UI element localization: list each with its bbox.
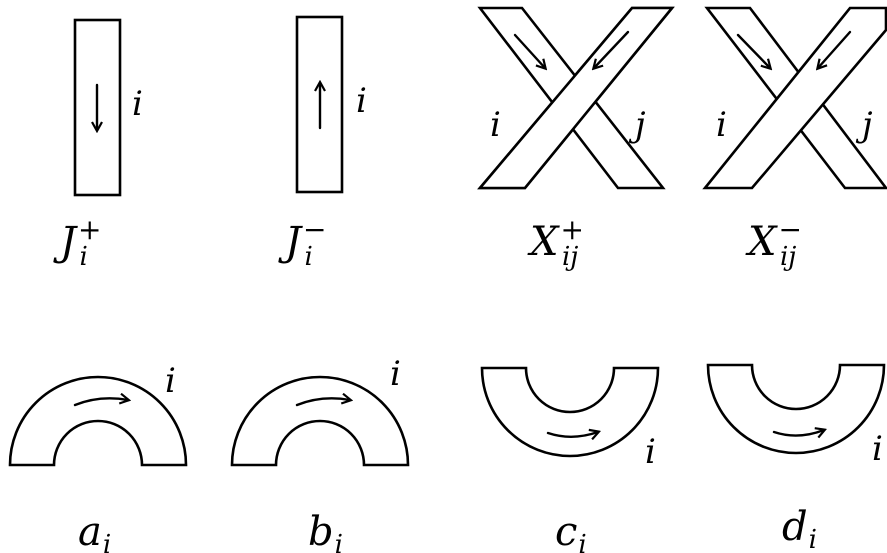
tile-name-sup: − bbox=[778, 213, 801, 246]
tile-name-main: X bbox=[527, 219, 560, 265]
tile-j-minus: i J−i bbox=[278, 15, 367, 272]
tile-name: ci bbox=[555, 509, 587, 553]
strand-label-right: j bbox=[855, 105, 873, 145]
tile-a: i ai bbox=[8, 361, 188, 553]
over-band-top bbox=[477, 6, 675, 190]
tile-name: bi bbox=[308, 509, 343, 553]
tile-x-plus: i j X+ij bbox=[477, 6, 675, 272]
right-arrow-icon bbox=[772, 430, 824, 436]
tile-name-main: J bbox=[278, 219, 303, 265]
strand-label: i bbox=[872, 429, 883, 469]
tile-name-main: c bbox=[555, 509, 577, 553]
tile-name: J+i bbox=[53, 213, 102, 272]
tile-name-main: d bbox=[782, 504, 808, 550]
tile-name: ai bbox=[78, 509, 111, 553]
tile-name-sup: − bbox=[303, 213, 326, 246]
strand-label: i bbox=[132, 84, 143, 124]
tile-name-main: b bbox=[308, 509, 334, 553]
right-arrow-icon bbox=[73, 398, 128, 407]
tile-name: X−ij bbox=[745, 213, 802, 272]
tile-name-main: a bbox=[78, 509, 102, 553]
tile-name-sub: ij bbox=[562, 242, 578, 272]
arrow-icon bbox=[818, 30, 852, 68]
tile-name-sup: + bbox=[560, 213, 583, 246]
tile-name: J−i bbox=[278, 213, 327, 272]
tile-j-plus: i J+i bbox=[53, 18, 143, 272]
tile-name-main: X bbox=[745, 219, 778, 265]
cup-band bbox=[706, 363, 886, 455]
tile-name-sub: i bbox=[809, 525, 817, 553]
tile-c: i ci bbox=[480, 366, 660, 553]
strand-label-left: i bbox=[716, 105, 727, 145]
tile-x-minus: i j X−ij bbox=[702, 6, 887, 272]
tile-name-sub: i bbox=[80, 242, 88, 272]
strand-label: i bbox=[645, 432, 656, 472]
tile-name-sub: i bbox=[335, 530, 343, 553]
tile-name-sup: + bbox=[78, 213, 101, 246]
right-arrow-icon bbox=[546, 432, 598, 437]
tile-name-sub: ij bbox=[780, 242, 796, 272]
strand-label: i bbox=[390, 354, 401, 394]
arrow-icon bbox=[513, 33, 545, 68]
arrow-icon bbox=[594, 30, 630, 68]
tile-b: i bi bbox=[230, 354, 410, 553]
arch-band bbox=[8, 375, 188, 467]
tile-name-main: J bbox=[53, 219, 78, 265]
arrow-icon bbox=[736, 33, 770, 68]
tile-name-sub: i bbox=[103, 530, 111, 553]
tile-name-sub: i bbox=[305, 242, 313, 272]
tile-name-sub: i bbox=[578, 530, 586, 553]
over-band bbox=[702, 6, 887, 190]
tile-name: X+ij bbox=[527, 213, 584, 272]
strand-label-left: i bbox=[490, 105, 501, 145]
arch-band bbox=[230, 375, 410, 467]
tile-d: i di bbox=[706, 363, 886, 553]
strand-label: i bbox=[165, 361, 176, 401]
strand-label: i bbox=[356, 81, 367, 121]
strand-label-right: j bbox=[628, 105, 646, 145]
cup-band bbox=[480, 366, 660, 458]
right-arrow-icon bbox=[295, 398, 350, 407]
tile-name: di bbox=[782, 504, 817, 553]
